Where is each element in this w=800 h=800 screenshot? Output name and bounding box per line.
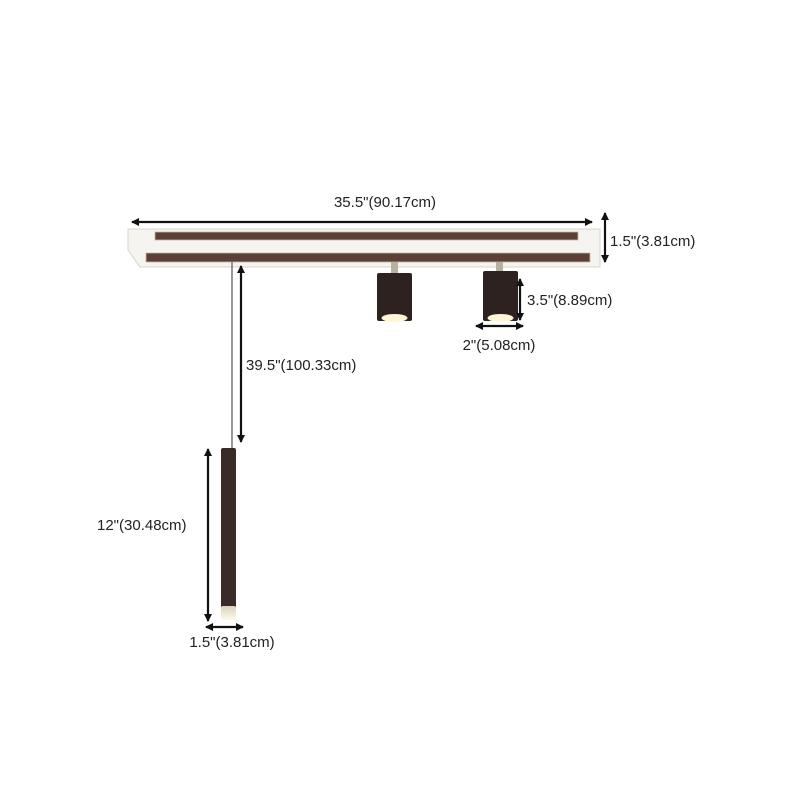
spotlight-right (483, 262, 518, 322)
canopy-height-label: 1.5"(3.81cm) (610, 233, 695, 250)
total-length-label: 35.5"(90.17cm) (334, 194, 436, 211)
cable-length-label: 39.5"(100.33cm) (246, 357, 356, 374)
spotlight-left (377, 262, 412, 322)
upper-track (154, 231, 579, 241)
spotlight-diameter-label: 2"(5.08cm) (463, 337, 536, 354)
dimension-arrows (131, 212, 609, 631)
tube-pendant (221, 448, 236, 620)
spotlight-height-label: 3.5"(8.89cm) (527, 292, 612, 309)
pendant-length-label: 12"(30.48cm) (97, 517, 187, 534)
pendant-diameter-label: 1.5"(3.81cm) (189, 634, 274, 651)
ceiling-canopy (127, 228, 601, 268)
lower-track (145, 252, 591, 263)
